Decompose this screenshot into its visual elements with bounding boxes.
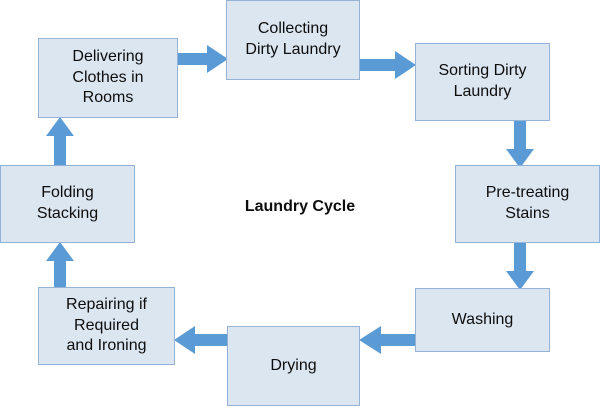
arrow-folding-to-delivering bbox=[46, 117, 74, 167]
node-washing[interactable]: Washing bbox=[415, 288, 550, 352]
diagram-center-title: Laundry Cycle bbox=[244, 198, 356, 215]
node-pre-treating-stains[interactable]: Pre-treating Stains bbox=[455, 165, 600, 243]
arrow-collecting-to-sorting bbox=[359, 51, 416, 79]
arrow-repairing-to-folding bbox=[46, 242, 74, 290]
node-sorting-dirty-laundry[interactable]: Sorting Dirty Laundry bbox=[415, 43, 550, 121]
arrow-sorting-to-pretreating bbox=[506, 119, 534, 168]
arrow-delivering-to-collecting bbox=[177, 45, 228, 73]
node-folding-stacking[interactable]: Folding Stacking bbox=[0, 165, 135, 243]
node-collecting-dirty-laundry[interactable]: Collecting Dirty Laundry bbox=[226, 0, 360, 80]
arrow-washing-to-drying bbox=[359, 326, 417, 354]
arrow-pretreating-to-washing bbox=[506, 241, 534, 290]
arrow-drying-to-repairing bbox=[174, 326, 229, 354]
node-drying[interactable]: Drying bbox=[227, 326, 360, 406]
node-delivering-clothes-in-rooms[interactable]: Delivering Clothes in Rooms bbox=[38, 38, 178, 118]
node-repairing-if-required-and-ironing[interactable]: Repairing if Required and Ironing bbox=[38, 287, 175, 365]
